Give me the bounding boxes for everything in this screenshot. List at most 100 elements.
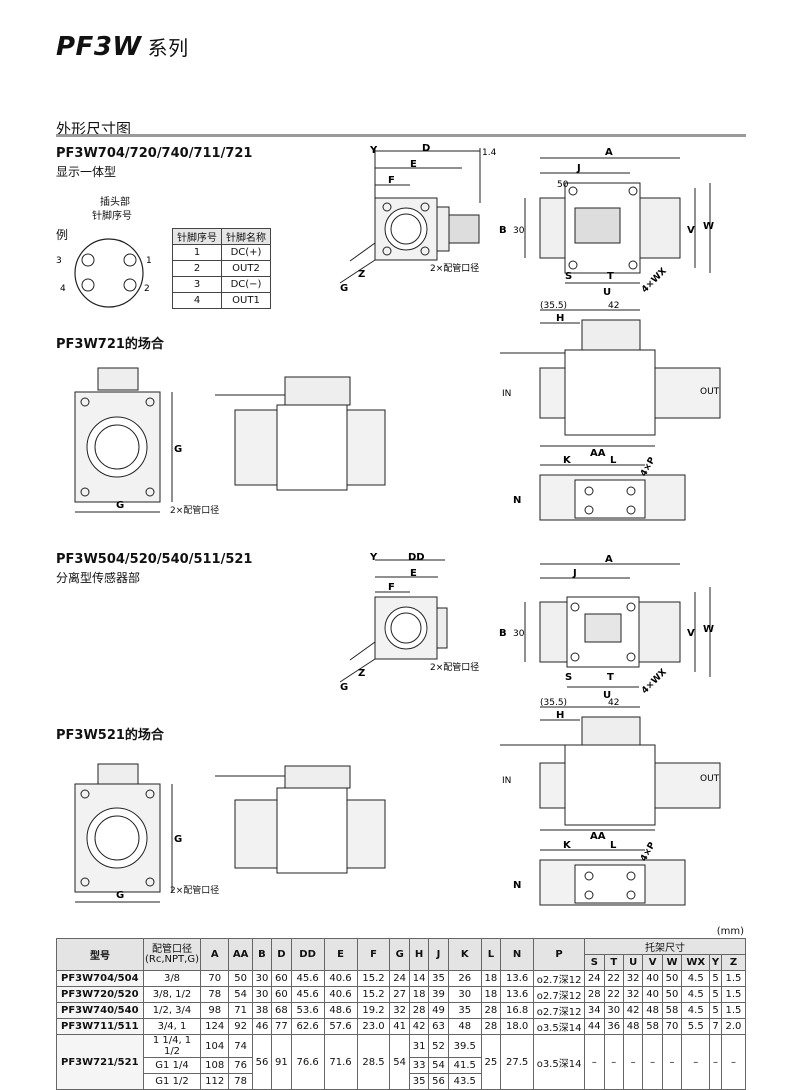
pf3w721-front-view: G G [74,367,182,513]
remote-side-view: Y DD E F Z G 2×配管口径 [339,552,479,692]
pin-3-label: 3 [56,256,62,266]
table-cell: 104 [199,1034,230,1058]
block1-models: PF3W704/720/740/711/721 [56,146,253,161]
table-cell: 42 [408,1018,430,1035]
section-title: 外形尺寸图 [56,120,132,138]
table-cell: 40.6 [323,970,358,987]
port-label: 2×配管口径 [170,506,220,516]
table-cell: 38 [251,1002,273,1019]
model-cell: PF3W711/511 [56,1018,144,1035]
dim-K: K [563,455,572,466]
in-label: IN [502,776,511,786]
dim-G: G [174,444,182,455]
dim-H: H [556,710,564,721]
block1-subtitle: 显示一体型 [56,165,117,179]
dim-G: G [116,500,124,511]
port-label: 2×配管口径 [430,661,479,673]
pf3w521-side-view [215,765,386,874]
col-header: W [661,954,683,971]
bracket-header: 托架尺寸 [584,938,746,955]
block3-subtitle: 分离型传感器部 [56,571,141,585]
table-row: PF3W721/521 1 1/4, 1 1/2 104 74 56 91 76… [56,1034,747,1090]
table-cell: 41 [389,1018,410,1035]
dim-Z: Z [358,269,365,280]
dim-G: G [116,890,124,901]
table-cell: 22 [603,986,624,1003]
table-cell: 54 [428,1057,449,1074]
dim-D: D [422,143,430,154]
pin-name: OUT2 [221,260,271,277]
pin-4-label: 4 [60,284,66,294]
connector-title-1: 插头部 [100,197,130,208]
pin-no: 2 [172,260,222,277]
table-cell: 49 [428,1002,449,1019]
table-cell: 52 [428,1034,449,1058]
table-cell: 32 [389,1002,410,1019]
col-port: 配管口径 (Rc,NPT,G) [143,938,201,971]
table-cell: 92 [228,1018,253,1035]
table-cell: 24 [389,970,410,987]
col-header: U [622,954,644,971]
table-cell: 18.0 [500,1018,535,1035]
port-label: 2×配管口径 [430,262,479,274]
table-cell: 2.0 [720,1018,747,1035]
table-cell: 58 [642,1018,663,1035]
table-cell: 28 [584,986,605,1003]
dim-V: V [687,225,695,236]
table-cell: 48 [447,1018,482,1035]
table-cell: – [720,1034,747,1090]
integrated-bottom-view: K L N 4×P [513,455,686,521]
dim-WX: 4×WX [640,266,669,295]
dim-J: J [576,163,581,174]
table-cell: 77 [271,1018,292,1035]
remote-top-view: (35.5) 42 H IN OUT AA [500,698,721,840]
table-cell: 54 [389,1034,410,1090]
integrated-side-view: Y D 1.4 E F Z G 2×配管口径 [339,143,497,293]
dim-50: 50 [557,180,569,190]
col-header: A [199,938,230,971]
table-cell: 13.6 [500,970,535,987]
table-cell: 3/4, 1 [143,1018,201,1035]
table-cell: 28 [408,1002,430,1019]
table-cell: 35 [408,1073,430,1090]
dim-42: 42 [608,301,619,311]
table-cell: 3/8 [143,970,201,987]
unit-label: (mm) [716,926,744,937]
table-cell: 60 [271,986,292,1003]
table-cell: 18 [480,986,502,1003]
dim-G: G [174,834,182,845]
table-cell: 40 [642,970,663,987]
table-cell: 40 [642,986,663,1003]
table-cell: 43.5 [447,1073,482,1090]
col-header: H [408,938,430,971]
table-cell: – [622,1034,644,1090]
table-cell: 50 [661,986,683,1003]
pin-name: DC(+) [221,244,271,261]
dim-Y: Y [369,145,378,156]
dim-B: B [499,225,507,236]
table-cell: 7 [709,1018,722,1035]
table-cell: 42 [622,1002,644,1019]
table-cell: 1.5 [720,1002,747,1019]
col-header: L [480,938,502,971]
dim-K: K [563,840,572,851]
dim-Z: Z [358,668,365,679]
table-cell: 33 [408,1057,430,1074]
dim-U: U [603,690,611,701]
table-cell: 46 [251,1018,273,1035]
table-cell: 1 1/4, 1 1/2 [143,1034,201,1058]
table-cell: 39.5 [447,1034,482,1058]
dim-F: F [388,175,395,186]
connector-example-label: 例 [56,228,69,242]
table-cell: 15.2 [356,970,391,987]
dim-U: U [603,287,611,298]
table-cell: G1 1/4 [143,1057,201,1074]
table-cell: 24 [584,970,605,987]
table-cell: 19.2 [356,1002,391,1019]
col-header: K [447,938,482,971]
